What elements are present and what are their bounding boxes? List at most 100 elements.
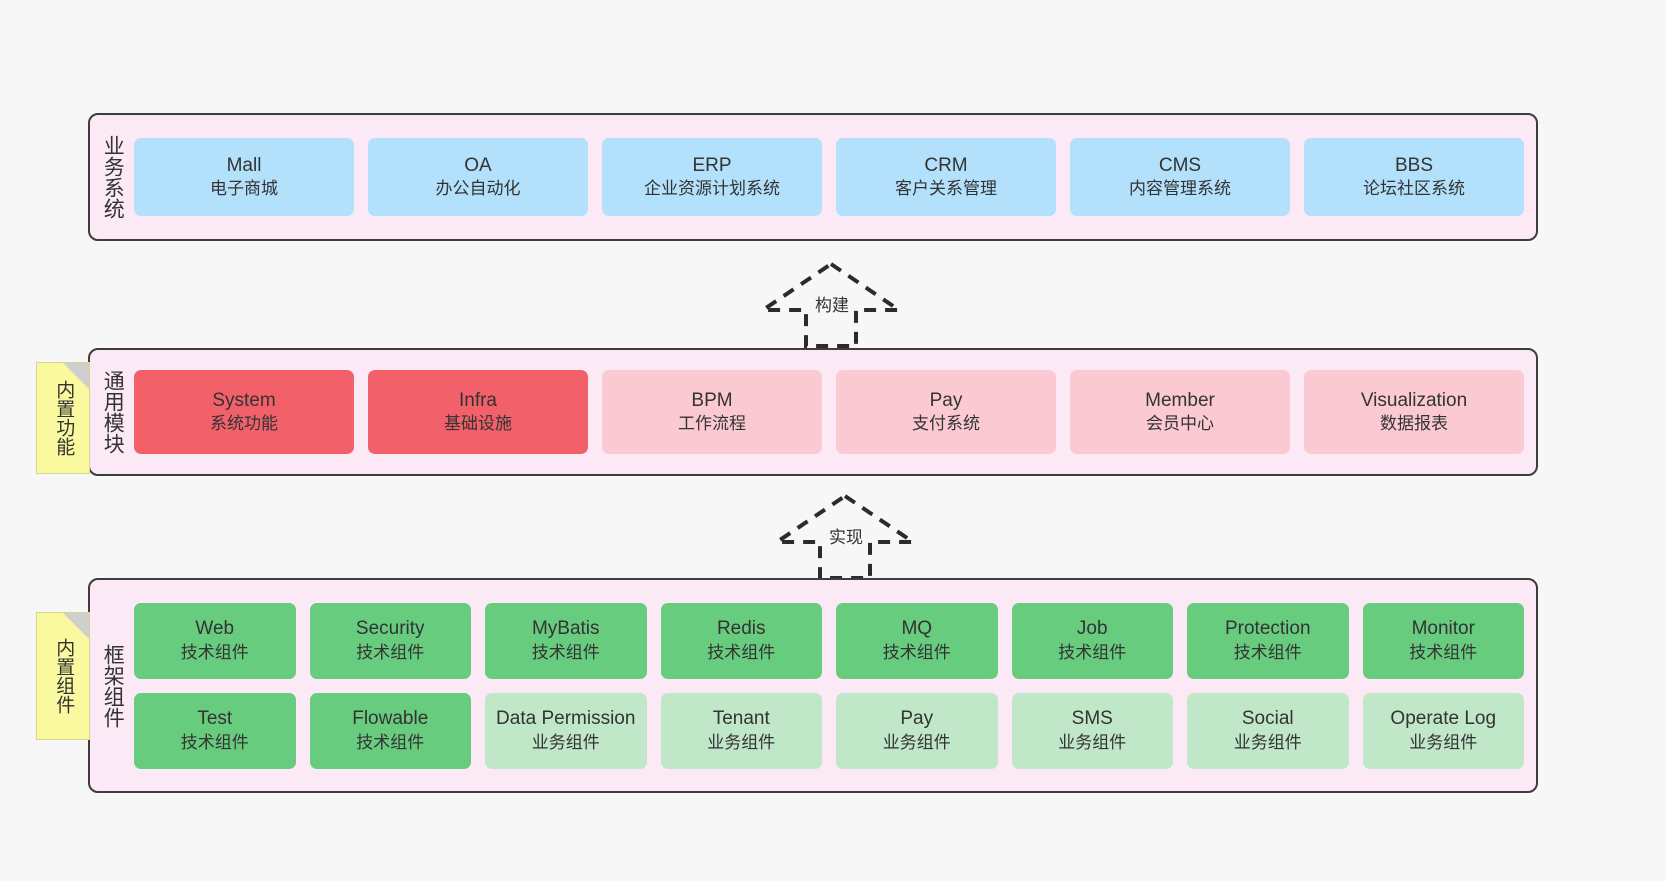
card-job[interactable]: Job 技术组件 (1011, 602, 1173, 679)
note-text: 内置功能 (53, 380, 75, 456)
card-title: Operate Log (1390, 708, 1497, 730)
card-title: Infra (458, 389, 498, 411)
card-sms[interactable]: SMS 业务组件 (1011, 692, 1173, 769)
card-title: Security (355, 618, 425, 640)
card-title: Member (1145, 389, 1215, 411)
card-subtitle: 基础设施 (444, 414, 512, 434)
card-title: Mall (226, 154, 262, 176)
card-subtitle: 技术组件 (707, 642, 776, 662)
card-data-permission[interactable]: Data Permission 业务组件 (485, 692, 647, 769)
card-title: CMS (1158, 154, 1202, 176)
framework-components-row-1: Web 技术组件 Security 技术组件 MyBatis 技术组件 Redi… (134, 602, 1524, 679)
card-subtitle: 系统功能 (210, 414, 278, 434)
card-title: OA (464, 154, 492, 176)
note-text: 内置组件 (53, 638, 75, 714)
note-fold-corner-icon (63, 613, 89, 639)
card-visualization[interactable]: Visualization 数据报表 (1304, 370, 1524, 454)
card-title: BPM (691, 389, 733, 411)
note-fold-corner-icon (63, 363, 89, 389)
implement-arrow-icon (770, 493, 920, 580)
card-subtitle: 技术组件 (180, 642, 249, 662)
card-operate-log[interactable]: Operate Log 业务组件 (1362, 692, 1524, 769)
card-erp[interactable]: ERP 企业资源计划系统 (602, 138, 822, 216)
card-subtitle: 技术组件 (1058, 642, 1127, 662)
card-subtitle: 业务组件 (1058, 732, 1127, 752)
band-body-common-modules: System 系统功能 Infra 基础设施 BPM 工作流程 Pay 支付系统 (134, 350, 1536, 474)
band-label-common-modules: 通用模块 (101, 370, 125, 454)
card-protection[interactable]: Protection 技术组件 (1187, 602, 1349, 679)
card-title: Flowable (352, 708, 429, 730)
card-flowable[interactable]: Flowable 技术组件 (309, 692, 471, 769)
card-crm[interactable]: CRM 客户关系管理 (836, 138, 1056, 216)
card-tenant[interactable]: Tenant 业务组件 (660, 692, 822, 769)
card-redis[interactable]: Redis 技术组件 (660, 602, 822, 679)
card-social[interactable]: Social 业务组件 (1187, 692, 1349, 769)
card-pay-module[interactable]: Pay 支付系统 (836, 370, 1056, 454)
card-oa[interactable]: OA 办公自动化 (368, 138, 588, 216)
framework-components-row-2: Test 技术组件 Flowable 技术组件 Data Permission … (134, 692, 1524, 769)
card-title: Tenant (712, 708, 770, 730)
card-infra[interactable]: Infra 基础设施 (368, 370, 588, 454)
card-subtitle: 技术组件 (1233, 642, 1302, 662)
card-bbs[interactable]: BBS 论坛社区系统 (1304, 138, 1524, 216)
card-system[interactable]: System 系统功能 (134, 370, 354, 454)
note-builtin-features: 内置功能 (36, 362, 90, 474)
card-subtitle: 业务组件 (707, 732, 776, 752)
band-body-framework-components: Web 技术组件 Security 技术组件 MyBatis 技术组件 Redi… (134, 580, 1536, 791)
card-subtitle: 电子商城 (210, 179, 278, 199)
card-subtitle: 业务组件 (882, 732, 951, 752)
card-subtitle: 企业资源计划系统 (644, 179, 780, 199)
band-framework-components: 框架组件 Web 技术组件 Security 技术组件 MyBatis 技术组件 (88, 578, 1538, 793)
card-title: MQ (901, 618, 933, 640)
card-subtitle: 技术组件 (1409, 642, 1478, 662)
card-subtitle: 业务组件 (531, 732, 600, 752)
card-title: Pay (900, 708, 934, 730)
card-bpm[interactable]: BPM 工作流程 (602, 370, 822, 454)
card-mq[interactable]: MQ 技术组件 (836, 602, 998, 679)
card-subtitle: 数据报表 (1380, 414, 1448, 434)
card-subtitle: 办公自动化 (435, 179, 521, 199)
card-title: BBS (1394, 154, 1434, 176)
card-mall[interactable]: Mall 电子商城 (134, 138, 354, 216)
card-title: Monitor (1411, 618, 1475, 640)
note-builtin-components: 内置组件 (36, 612, 90, 740)
card-mybatis[interactable]: MyBatis 技术组件 (485, 602, 647, 679)
card-test[interactable]: Test 技术组件 (134, 692, 296, 769)
band-body-business-systems: Mall 电子商城 OA 办公自动化 ERP 企业资源计划系统 CRM 客户关系… (134, 115, 1536, 239)
card-subtitle: 工作流程 (678, 414, 746, 434)
card-title: Test (197, 708, 233, 730)
card-title: Job (1076, 618, 1108, 640)
card-subtitle: 业务组件 (1233, 732, 1302, 752)
card-title: Web (195, 618, 235, 640)
card-title: ERP (692, 154, 732, 176)
card-title: MyBatis (531, 618, 600, 640)
card-member[interactable]: Member 会员中心 (1070, 370, 1290, 454)
card-subtitle: 技术组件 (180, 732, 249, 752)
card-pay-component[interactable]: Pay 业务组件 (836, 692, 998, 769)
band-business-systems: 业务系统 Mall 电子商城 OA 办公自动化 ERP 企业资源计划系统 (88, 113, 1538, 241)
card-title: Social (1241, 708, 1294, 730)
card-title: Pay (929, 389, 963, 411)
card-web[interactable]: Web 技术组件 (134, 602, 296, 679)
card-subtitle: 客户关系管理 (895, 179, 997, 199)
card-subtitle: 技术组件 (882, 642, 951, 662)
card-monitor[interactable]: Monitor 技术组件 (1362, 602, 1524, 679)
card-title: Data Permission (496, 708, 636, 730)
card-title: Redis (716, 618, 766, 640)
card-title: Protection (1224, 618, 1311, 640)
card-subtitle: 内容管理系统 (1129, 179, 1231, 199)
card-subtitle: 业务组件 (1409, 732, 1478, 752)
business-systems-row: Mall 电子商城 OA 办公自动化 ERP 企业资源计划系统 CRM 客户关系… (134, 138, 1524, 216)
card-subtitle: 会员中心 (1146, 414, 1214, 434)
connector-build-label: 构建 (815, 296, 849, 315)
card-subtitle: 论坛社区系统 (1363, 179, 1465, 199)
build-arrow-icon (756, 261, 906, 348)
card-cms[interactable]: CMS 内容管理系统 (1070, 138, 1290, 216)
card-subtitle: 支付系统 (912, 414, 980, 434)
card-title: CRM (924, 154, 968, 176)
card-title: System (212, 389, 276, 411)
card-title: Visualization (1360, 389, 1468, 411)
band-label-framework-components: 框架组件 (101, 643, 125, 728)
card-security[interactable]: Security 技术组件 (309, 602, 471, 679)
